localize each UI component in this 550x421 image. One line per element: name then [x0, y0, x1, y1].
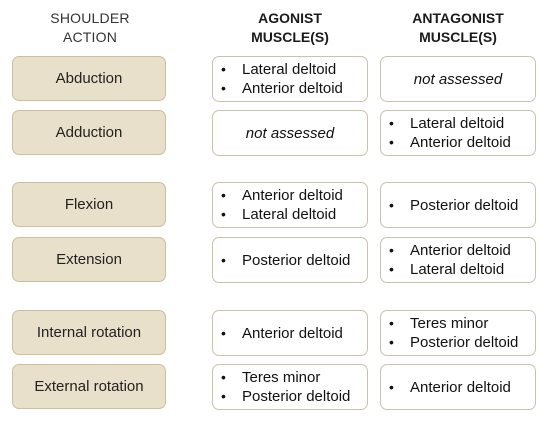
muscle-item: Anterior deltoid — [221, 186, 367, 205]
antagonist-muscle-list: Posterior deltoid — [381, 196, 535, 215]
not-assessed-label: not assessed — [245, 124, 335, 142]
shoulder-action-box: Adduction — [12, 110, 166, 155]
agonist-cell: Anterior deltoidLateral deltoid — [212, 182, 368, 228]
agonist-cell: Teres minorPosterior deltoid — [212, 364, 368, 410]
shoulder-action-box: External rotation — [12, 364, 166, 409]
antagonist-muscle-list: Lateral deltoidAnterior deltoid — [381, 114, 535, 152]
agonist-cell: Anterior deltoid — [212, 310, 368, 356]
antagonist-cell: not assessed — [380, 56, 536, 102]
shoulder-action-box: Flexion — [12, 182, 166, 227]
muscle-item: Posterior deltoid — [389, 333, 535, 352]
header-line: ANTAGONIST — [412, 10, 504, 26]
header-line: ACTION — [62, 29, 118, 45]
header-agonist-muscles: AGONIST MUSCLE(S) — [212, 9, 368, 47]
header-line: AGONIST — [258, 10, 322, 26]
shoulder-action-box: Abduction — [12, 56, 166, 101]
header-line: MUSCLE(S) — [251, 29, 329, 45]
header-shoulder-action: SHOULDER ACTION — [12, 9, 168, 47]
muscle-item: Posterior deltoid — [221, 251, 367, 270]
muscle-item: Anterior deltoid — [389, 378, 535, 397]
not-assessed-label: not assessed — [413, 70, 503, 88]
header-line: SHOULDER — [50, 10, 130, 26]
agonist-muscle-list: Teres minorPosterior deltoid — [213, 368, 367, 406]
muscle-item: Anterior deltoid — [221, 79, 367, 98]
antagonist-cell: Anterior deltoid — [380, 364, 536, 410]
agonist-cell: not assessed — [212, 110, 368, 156]
antagonist-muscle-list: Teres minorPosterior deltoid — [381, 314, 535, 352]
agonist-muscle-list: Anterior deltoidLateral deltoid — [213, 186, 367, 224]
antagonist-muscle-list: Anterior deltoidLateral deltoid — [381, 241, 535, 279]
antagonist-cell: Lateral deltoidAnterior deltoid — [380, 110, 536, 156]
muscle-item: Anterior deltoid — [389, 133, 535, 152]
agonist-cell: Posterior deltoid — [212, 237, 368, 283]
muscle-item: Lateral deltoid — [389, 260, 535, 279]
antagonist-muscle-list: Anterior deltoid — [381, 378, 535, 397]
muscle-item: Lateral deltoid — [389, 114, 535, 133]
agonist-muscle-list: Lateral deltoidAnterior deltoid — [213, 60, 367, 98]
shoulder-action-box: Extension — [12, 237, 166, 282]
antagonist-cell: Posterior deltoid — [380, 182, 536, 228]
muscle-item: Teres minor — [221, 368, 367, 387]
agonist-muscle-list: Anterior deltoid — [213, 324, 367, 343]
agonist-cell: Lateral deltoidAnterior deltoid — [212, 56, 368, 102]
header-antagonist-muscles: ANTAGONIST MUSCLE(S) — [380, 9, 536, 47]
muscle-item: Anterior deltoid — [221, 324, 367, 343]
header-line: MUSCLE(S) — [419, 29, 497, 45]
agonist-muscle-list: Posterior deltoid — [213, 251, 367, 270]
shoulder-action-box: Internal rotation — [12, 310, 166, 355]
antagonist-cell: Anterior deltoidLateral deltoid — [380, 237, 536, 283]
muscle-item: Anterior deltoid — [389, 241, 535, 260]
muscle-item: Posterior deltoid — [389, 196, 535, 215]
muscle-item: Lateral deltoid — [221, 205, 367, 224]
antagonist-cell: Teres minorPosterior deltoid — [380, 310, 536, 356]
muscle-item: Lateral deltoid — [221, 60, 367, 79]
muscle-item: Posterior deltoid — [221, 387, 367, 406]
muscle-item: Teres minor — [389, 314, 535, 333]
